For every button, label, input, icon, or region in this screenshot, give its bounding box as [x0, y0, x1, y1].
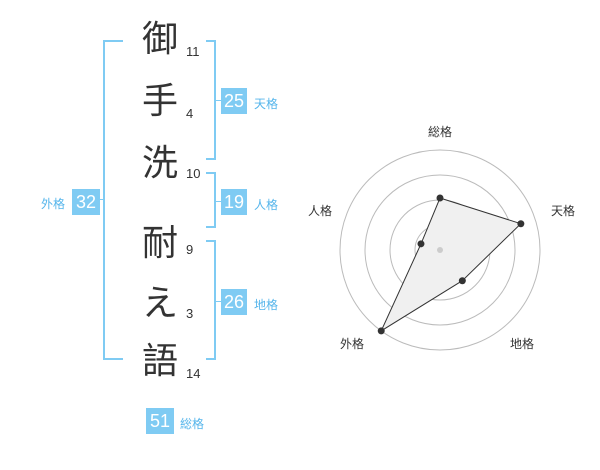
soukaku-label: 総格: [180, 417, 205, 431]
stroke-count-1: 11: [186, 44, 200, 59]
radar-point: [517, 220, 525, 228]
jinkaku-label: 人格: [254, 198, 279, 212]
chikaku-connector: [215, 301, 221, 302]
radar-ring: [339, 149, 541, 351]
jinkaku-badge: 19: [221, 189, 247, 215]
stroke-count-2: 4: [186, 106, 194, 121]
radar-label-tenkaku: 天格: [551, 204, 576, 218]
name-char-2: 手: [141, 81, 178, 122]
stroke-count-6: 14: [186, 366, 201, 381]
name-char-6: 語: [141, 341, 178, 382]
tenkaku-label: 天格: [254, 97, 279, 111]
radar-label-jinkaku: 人格: [308, 204, 333, 218]
jinkaku-connector: [215, 201, 221, 202]
gaikaku-badge: 32: [72, 189, 100, 215]
radar-label-soukaku: 総格: [428, 125, 453, 139]
stroke-count-4: 9: [186, 242, 194, 257]
stroke-count-5: 3: [186, 306, 194, 321]
radar-center-dot: [437, 247, 443, 253]
radar-ring: [364, 174, 516, 326]
radar-point: [417, 240, 425, 248]
radar-point: [377, 327, 385, 335]
name-char-5: え: [141, 283, 178, 324]
radar-label-chikaku: 地格: [510, 337, 535, 351]
name-char-4: 耐: [141, 223, 178, 264]
name-char-1: 御: [141, 19, 178, 60]
gaikaku-label: 外格: [41, 197, 66, 211]
tenkaku-connector: [215, 100, 221, 101]
name-char-3: 洗: [141, 143, 178, 184]
stroke-count-3: 10: [186, 166, 201, 181]
gaikaku-bracket: [103, 40, 123, 360]
gaikaku-connector: [97, 199, 105, 200]
radar-label-gaikaku: 外格: [340, 337, 365, 351]
tenkaku-badge: 25: [221, 88, 247, 114]
jinkaku-bracket: [206, 172, 216, 228]
soukaku-badge: 51: [146, 408, 174, 434]
radar-point: [436, 194, 444, 202]
radar-polygon: [380, 197, 522, 333]
chikaku-badge: 26: [221, 289, 247, 315]
chikaku-label: 地格: [254, 298, 279, 312]
chikaku-bracket: [206, 240, 216, 360]
radar-point: [458, 277, 466, 285]
